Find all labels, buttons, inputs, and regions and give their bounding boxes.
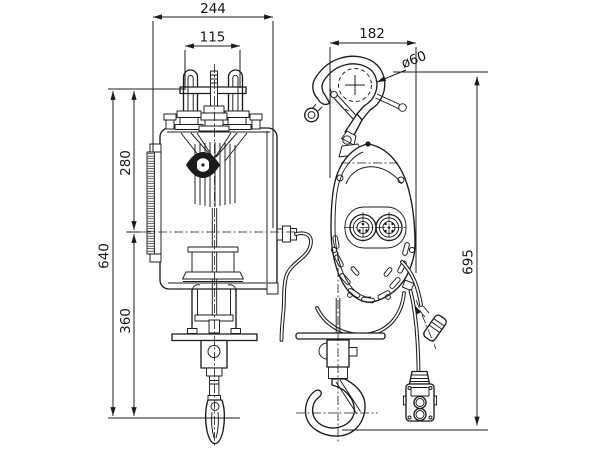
top-hook-side: [304, 55, 407, 158]
dim-side-width: 182: [329, 26, 417, 273]
dim-label-115: 115: [200, 30, 226, 46]
limit-plate-side: [295, 332, 386, 340]
dim-label-360: 360: [118, 308, 134, 334]
center-threaded-rod: [210, 70, 218, 108]
dim-total-height: 640: [97, 91, 116, 416]
dim-overall-width: 244: [152, 1, 274, 228]
pendant-button-down: [413, 407, 427, 422]
dim-label-280: 280: [118, 150, 134, 176]
suspension-nuts: [163, 105, 263, 132]
centerlines: [126, 64, 437, 448]
dim-label-244: 244: [200, 1, 226, 17]
safety-latch: [330, 90, 358, 121]
hook-opening-cross: [345, 75, 365, 95]
dim-label-695: 695: [461, 249, 477, 275]
brand-eye-logo: [186, 152, 220, 178]
dim-side-height: 695: [342, 71, 488, 431]
bottom-hook-side: [304, 378, 366, 437]
power-plug-group: [400, 260, 447, 342]
pendant-control: [401, 279, 437, 422]
cable-gland: [266, 225, 297, 295]
bottom-hook-latch: [335, 379, 361, 415]
latch-pin-handle: [375, 93, 407, 112]
dim-label-182: 182: [359, 26, 385, 42]
cooling-fin-strip: [147, 153, 155, 253]
lower-bracket: [187, 284, 241, 334]
pendant-station: [403, 370, 437, 422]
bottom-hook-front: [204, 399, 226, 445]
hook-opening-circle: [338, 68, 372, 102]
dimensions: 244 115 640 280 360 182: [97, 1, 488, 431]
plug-body: [423, 314, 447, 342]
dim-suspension-width: 115: [184, 30, 241, 88]
dim-upper-height: 280: [118, 91, 137, 230]
suspension-assembly: [163, 69, 263, 132]
wire-rope-front: [211, 208, 218, 320]
vent-slots: [332, 235, 410, 304]
tip-ring: [304, 103, 323, 123]
front-lower-assembly: [171, 284, 258, 445]
neck-pivot-bolt: [365, 141, 371, 147]
front-body: [146, 127, 297, 320]
front-view: [146, 69, 313, 445]
wire-rope-side: [335, 298, 341, 334]
rope-guide-block: [182, 246, 244, 282]
pendant-cable-connector: [401, 279, 415, 292]
power-cord-front: [279, 231, 313, 342]
dim-label-640: 640: [97, 243, 113, 269]
dim-lower-height: 360: [118, 234, 137, 416]
